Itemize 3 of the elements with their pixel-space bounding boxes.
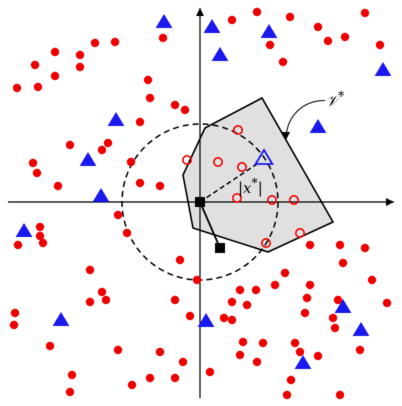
region-label: 𝒱$^{*}$ xyxy=(326,88,344,109)
leader-line xyxy=(282,100,326,140)
distance-label: |x$^{*}$| xyxy=(238,175,263,196)
